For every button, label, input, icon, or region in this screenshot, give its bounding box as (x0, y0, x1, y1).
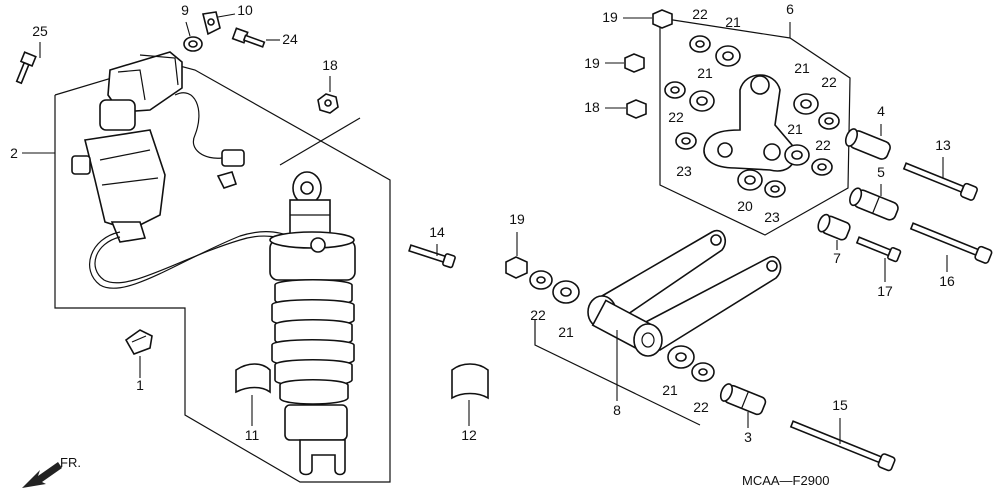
callout-c22c: 22 (821, 74, 837, 90)
bearings-linkage (664, 35, 840, 198)
bolt-16 (909, 222, 993, 264)
callout-c21c: 21 (794, 60, 810, 76)
bearings-lower (529, 270, 715, 382)
bolt-25 (15, 51, 37, 85)
callout-c24: 24 (282, 31, 298, 47)
collar-7 (817, 213, 851, 241)
callout-c2: 2 (10, 145, 18, 161)
callout-c1: 1 (136, 377, 144, 393)
callout-c18b: 18 (584, 99, 600, 115)
tie-rod-8 (587, 229, 782, 357)
callout-c7: 7 (833, 250, 841, 266)
callout-c19c: 19 (509, 211, 525, 227)
callout-c15: 15 (832, 397, 848, 413)
callout-c5: 5 (877, 164, 885, 180)
callout-c11: 11 (245, 427, 260, 443)
callout-c21e: 21 (558, 324, 574, 340)
callout-c19a: 19 (602, 9, 618, 25)
nut-19-mid (624, 53, 645, 73)
callout-c20: 20 (737, 198, 753, 214)
collar-3 (719, 383, 767, 416)
nut-19-lower (505, 256, 528, 279)
bolt-24 (231, 27, 266, 48)
callout-c13: 13 (935, 137, 951, 153)
callout-c17: 17 (877, 283, 893, 299)
guard-11 (235, 363, 271, 394)
callout-c23b: 23 (764, 209, 780, 225)
callout-c18a: 18 (322, 57, 338, 73)
callout-c3: 3 (744, 429, 752, 445)
callout-c21a: 21 (725, 14, 741, 30)
nut-18-right (626, 99, 647, 119)
callout-c12: 12 (461, 427, 477, 443)
bolt-15 (789, 420, 896, 472)
callout-c8: 8 (613, 402, 621, 418)
bolt-13 (902, 162, 978, 201)
bolt-14 (408, 244, 456, 269)
remote-hose-inner (94, 235, 293, 284)
remote-hose (89, 231, 296, 289)
clip-1 (124, 329, 153, 355)
link-bearing-bracket (534, 320, 701, 426)
callout-c23a: 23 (676, 163, 692, 179)
shock-group-frame (279, 117, 361, 166)
callout-c21f: 21 (662, 382, 678, 398)
callout-c25: 25 (32, 23, 48, 39)
callout-c22d: 22 (815, 137, 831, 153)
callout-c16: 16 (939, 273, 955, 289)
nut-18-upper (317, 93, 339, 114)
nut-19-top (652, 9, 673, 29)
guard-12 (451, 363, 489, 400)
callout-c22a: 22 (692, 6, 708, 22)
washer-9 (183, 36, 203, 52)
callout-c21d: 21 (787, 121, 803, 137)
front-label: FR. (60, 455, 81, 470)
collar-4 (844, 128, 891, 160)
callout-c22e: 22 (530, 307, 546, 323)
leader-lines (22, 13, 948, 444)
bolt-17 (855, 236, 902, 263)
callout-c14: 14 (429, 224, 445, 240)
callout-c10: 10 (237, 2, 253, 18)
shock-reservoir-2 (71, 51, 245, 243)
callout-c9: 9 (181, 2, 189, 18)
link-arm-6 (703, 74, 796, 172)
callout-c4: 4 (877, 103, 885, 119)
callout-c21b: 21 (697, 65, 713, 81)
shock-absorber (269, 171, 356, 476)
bracket-10 (202, 11, 221, 36)
callout-c22b: 22 (668, 109, 684, 125)
collar-5 (849, 187, 899, 221)
front-arrow: FR. (22, 455, 81, 488)
diagram-code: MCAA—F2900 (742, 473, 829, 488)
callout-c19b: 19 (584, 55, 600, 71)
callout-c22f: 22 (693, 399, 709, 415)
callout-c6: 6 (786, 1, 794, 17)
